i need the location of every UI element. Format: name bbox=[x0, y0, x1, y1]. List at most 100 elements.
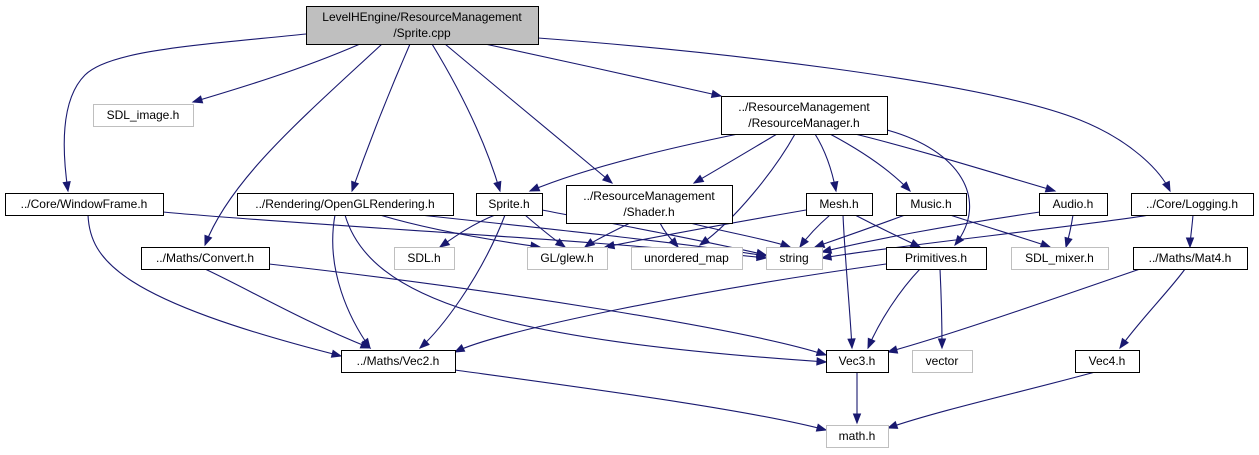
edge-line bbox=[887, 268, 1141, 353]
node-math[interactable]: math.h bbox=[826, 425, 889, 448]
node-label: /Shader.h bbox=[623, 205, 674, 219]
edge-arrowhead bbox=[813, 239, 826, 248]
edge-mesh-to-vec3 bbox=[842, 214, 856, 350]
node-label: SDL_image.h bbox=[107, 108, 180, 122]
node-box bbox=[1131, 193, 1254, 216]
node-label: GL/glew.h bbox=[540, 251, 593, 265]
edge-arrowhead bbox=[453, 344, 466, 353]
edge-primitives-to-vec3 bbox=[867, 268, 921, 350]
node-vec2[interactable]: ../Maths/Vec2.h bbox=[341, 350, 456, 373]
node-sdl-image[interactable]: SDL_image.h bbox=[93, 104, 194, 127]
edge-arrowhead bbox=[601, 173, 614, 184]
node-sdl-h[interactable]: SDL.h bbox=[394, 247, 455, 270]
edges-layer bbox=[62, 33, 1195, 432]
edge-vec2-to-math bbox=[454, 369, 828, 432]
edge-root-to-oglrender bbox=[351, 43, 411, 193]
node-sdl-mixer[interactable]: SDL_mixer.h bbox=[1011, 247, 1109, 270]
node-oglrender[interactable]: ../Rendering/OpenGLRendering.h bbox=[237, 193, 454, 216]
edge-convert-to-vec3 bbox=[268, 263, 828, 357]
node-resmgr[interactable]: ../ResourceManagement/ResourceManager.h bbox=[721, 96, 888, 135]
node-label: Primitives.h bbox=[905, 251, 967, 265]
node-box bbox=[1133, 247, 1248, 270]
node-root[interactable]: LevelHEngine/ResourceManagement/Sprite.c… bbox=[306, 6, 539, 45]
node-label: ../Maths/Vec2.h bbox=[357, 354, 440, 368]
node-windowframe[interactable]: ../Core/WindowFrame.h bbox=[5, 193, 164, 216]
node-umap[interactable]: unordered_map bbox=[631, 247, 743, 270]
node-box bbox=[912, 350, 973, 373]
edge-line bbox=[344, 214, 827, 363]
node-label: ../Core/WindowFrame.h bbox=[21, 197, 148, 211]
node-glew[interactable]: GL/glew.h bbox=[527, 247, 608, 270]
node-string[interactable]: string bbox=[766, 247, 823, 270]
edge-line bbox=[814, 214, 906, 248]
edge-resmgr-to-audio bbox=[854, 133, 1057, 193]
edge-arrowhead bbox=[710, 89, 723, 99]
edge-music-to-string bbox=[813, 214, 906, 248]
edge-arrowhead bbox=[867, 337, 876, 350]
edge-arrowhead bbox=[668, 237, 679, 249]
node-vec3[interactable]: Vec3.h bbox=[826, 350, 889, 373]
edge-arrowhead bbox=[692, 174, 705, 184]
edge-resmgr-to-mesh bbox=[814, 133, 839, 193]
node-logging[interactable]: ../Core/Logging.h bbox=[1131, 193, 1254, 216]
node-music[interactable]: Music.h bbox=[896, 193, 967, 216]
edge-sprite_h-to-sdl_h bbox=[438, 214, 496, 248]
edge-arrowhead bbox=[779, 239, 792, 248]
edge-line bbox=[529, 133, 739, 192]
edge-primitives-to-vec2 bbox=[453, 263, 887, 353]
node-box bbox=[721, 96, 888, 135]
node-vector[interactable]: vector bbox=[912, 350, 973, 373]
edge-arrowhead bbox=[191, 95, 204, 104]
edge-windowframe-to-vec2 bbox=[87, 214, 343, 358]
edge-line bbox=[87, 214, 342, 357]
edge-arrowhead bbox=[351, 180, 360, 193]
edge-audio-to-sdl_mixer bbox=[1064, 214, 1074, 249]
edge-line bbox=[949, 214, 1051, 248]
edge-arrowhead bbox=[1185, 237, 1195, 249]
edge-line bbox=[192, 43, 361, 103]
edge-convert-to-vec2 bbox=[204, 268, 372, 349]
edge-resmgr-to-shader bbox=[692, 133, 778, 184]
edge-line bbox=[842, 214, 853, 349]
node-label: /Sprite.cpp bbox=[393, 26, 451, 40]
edge-arrowhead bbox=[528, 183, 541, 192]
edge-arrowhead bbox=[204, 234, 213, 247]
node-audio[interactable]: Audio.h bbox=[1039, 193, 1108, 216]
node-primitives[interactable]: Primitives.h bbox=[886, 247, 987, 270]
node-label: math.h bbox=[839, 429, 876, 443]
node-box bbox=[566, 185, 733, 224]
node-label: Sprite.h bbox=[488, 197, 529, 211]
edge-arrowhead bbox=[330, 349, 343, 358]
edge-root-to-sdl_image bbox=[191, 43, 361, 104]
node-box bbox=[1075, 350, 1140, 373]
edge-arrowhead bbox=[820, 252, 833, 261]
node-vec4[interactable]: Vec4.h bbox=[1075, 350, 1140, 373]
node-convert[interactable]: ../Maths/Convert.h bbox=[141, 247, 270, 270]
node-box bbox=[93, 104, 194, 127]
node-shader[interactable]: ../ResourceManagement/Shader.h bbox=[566, 185, 733, 224]
edge-arrowhead bbox=[554, 238, 567, 248]
edge-primitives-to-vector bbox=[937, 268, 947, 350]
edge-mat4-to-vec4 bbox=[1119, 268, 1186, 350]
node-sprite-h[interactable]: Sprite.h bbox=[476, 193, 543, 216]
node-label: Audio.h bbox=[1053, 197, 1094, 211]
edge-line bbox=[419, 214, 506, 349]
node-label: LevelHEngine/ResourceManagement bbox=[322, 10, 522, 24]
edge-mesh-to-string bbox=[799, 214, 831, 249]
edge-arrowhead bbox=[816, 357, 828, 366]
node-box bbox=[631, 247, 743, 270]
edge-arrowhead bbox=[359, 340, 372, 349]
edge-shader-to-glew bbox=[583, 222, 631, 248]
node-box bbox=[394, 247, 455, 270]
node-label: Music.h bbox=[910, 197, 951, 211]
edge-line bbox=[454, 369, 827, 431]
node-label: SDL.h bbox=[407, 251, 440, 265]
node-mesh[interactable]: Mesh.h bbox=[806, 193, 873, 216]
node-box bbox=[826, 350, 889, 373]
node-label: Vec3.h bbox=[839, 354, 876, 368]
edge-line bbox=[887, 371, 1096, 429]
edge-arrowhead bbox=[493, 180, 502, 193]
edge-arrowhead bbox=[900, 181, 911, 192]
node-mat4[interactable]: ../Maths/Mat4.h bbox=[1133, 247, 1248, 270]
node-label: ../ResourceManagement bbox=[583, 189, 715, 203]
